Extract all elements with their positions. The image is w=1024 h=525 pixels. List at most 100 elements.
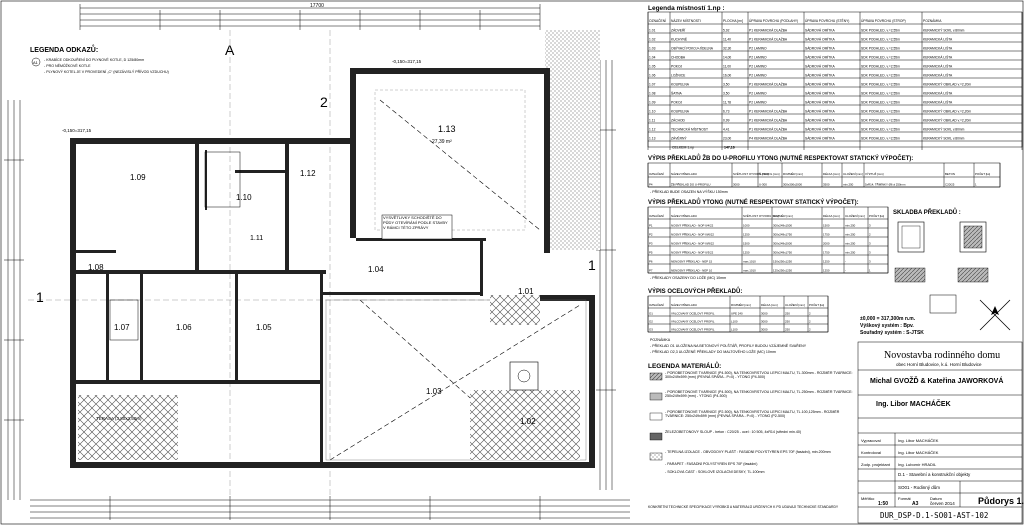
- lintel-ytong-header-2: SVĚTLOST OTVORU [mm]: [743, 213, 779, 218]
- rooms-legend-cell-3-4: SÁDROVÁ OMÍTKA: [805, 56, 835, 60]
- lintel-steel-cell-0-5: 2: [809, 312, 811, 316]
- lintel-ytong-header-5: ULOŽENÍ [mm]: [845, 213, 865, 218]
- project-location: obec Horní Bludovice, k.ú. Horní Bludovi…: [896, 362, 982, 367]
- lintel-ytong-title: VÝPIS PŘEKLADŮ YTONG (NUTNÉ RESPEKTOVAT …: [648, 198, 859, 206]
- rooms-legend-cell-11-0: 1.12: [649, 128, 656, 132]
- rooms-legend-cell-9-4: SÁDROVÁ OMÍTKA: [805, 110, 835, 114]
- lintel-u-header-1: NÁZEV PŘEKLADU: [671, 171, 697, 176]
- material-swatch-1: [649, 372, 663, 381]
- rooms-legend-cell-3-1: CHODBA: [671, 56, 686, 60]
- lintel-sketch-title: SKLADBA PŘEKLADŮ :: [893, 208, 961, 216]
- lintel-ytong-cell-4-4: 1250: [823, 260, 830, 264]
- tb-part: D.1 - Stavební a konstrukční objekty: [898, 472, 971, 477]
- rooms-legend-cell-3-6: KERAMICKÁ LIŠTA: [923, 55, 953, 60]
- rooms-legend-cell-4-5: SDK PODHLED, v.=2,55m: [861, 65, 900, 69]
- lintel-steel-cell-1-4: 250: [785, 320, 790, 324]
- rooms-legend-cell-5-4: SÁDROVÁ OMÍTKA: [805, 74, 835, 78]
- rooms-legend-cell-1-6: KERAMICKÁ LIŠTA: [923, 37, 953, 42]
- lintel-ytong-cell-0-0: P1: [649, 224, 653, 228]
- lintel-steel-cell-2-1: VÁLCOVANÝ OCELOVÝ PROFIL: [671, 328, 715, 332]
- lintel-sketch: SKLADBA PŘEKLADŮ :: [893, 208, 989, 314]
- section-marker-2: 2: [320, 94, 328, 110]
- designer-name: Ing. Libor MACHÁČEK: [876, 399, 951, 408]
- rooms-legend-cell-8-2: 11,78: [723, 101, 731, 105]
- rooms-legend-cell-12-4: SÁDROVÁ OMÍTKA: [805, 137, 835, 141]
- lintel-ytong-header-0: OZNAČENÍ: [649, 213, 664, 218]
- rooms-legend-cell-11-4: SÁDROVÁ OMÍTKA: [805, 128, 835, 132]
- rooms-legend-cell-7-4: SÁDROVÁ OMÍTKA: [805, 92, 835, 96]
- tb-row-label-1: Kontroloval: [861, 450, 881, 455]
- rooms-legend-cell-8-3: P2 LAMINO: [749, 101, 767, 105]
- lintel-ytong-cell-2-0: P3: [649, 242, 653, 246]
- lintel-ytong-cell-3-5: min.250: [845, 251, 856, 255]
- lintel-u-table: VÝPIS PŘEKLADŮ ŽB DO U-PROFILU YTONG (NU…: [647, 154, 1001, 194]
- rooms-legend-cell-12-5: SDK PODHLED, v.=2,55m: [861, 137, 900, 141]
- lintel-ytong-cell-4-2: max.1010: [743, 260, 756, 264]
- rooms-legend-cell-7-0: 1.08: [649, 92, 656, 96]
- lintel-u-cell-0-7: 5xR14, TŘMÍNKY Ø6 á 250mm: [865, 182, 906, 187]
- sink-icon: [517, 369, 531, 383]
- section-marker-left: 1: [36, 289, 44, 305]
- rooms-legend-cell-5-5: SDK PODHLED, v.=2,55m: [861, 74, 900, 78]
- height-system-info: ±0,000 = 317,300m n.m. Výškový systém : …: [860, 316, 924, 336]
- kitchen-floor: [470, 390, 580, 460]
- lintel-ytong-cell-1-5: min.250: [845, 233, 856, 237]
- rooms-legend-header-2: PLOCHA [m²]: [723, 19, 743, 23]
- rooms-legend-cell-5-2: 16,00: [723, 74, 731, 78]
- rooms-legend-header-4: ÚPRAVA POVRCHU (STĚNY): [805, 18, 849, 23]
- rooms-legend-cell-5-1: LOŽNICE: [671, 73, 686, 78]
- garage-parking-outline: [374, 89, 526, 231]
- rooms-legend-cell-11-2: 4,41: [723, 128, 730, 132]
- rooms-legend-cell-9-0: 1.10: [649, 110, 656, 114]
- material-swatch-4: [649, 432, 663, 441]
- lintel-ytong-header-6: POČET [ks]: [869, 213, 884, 218]
- lintel-steel-header-5: POČET [ks]: [809, 302, 824, 307]
- material-swatch-3: [649, 412, 663, 421]
- material-swatch-5: [649, 452, 663, 461]
- rooms-legend-cell-2-2: 32,30: [723, 47, 731, 51]
- rooms-legend-cell-10-2: 0,99: [723, 119, 730, 123]
- tb-scale-label: Měřítko: [861, 496, 875, 501]
- tb-format: A3: [912, 501, 919, 507]
- materials-title: LEGENDA MATERIÁLŮ:: [648, 360, 721, 370]
- legend-line-1: - KRABÍCE ODKOUŘENÍ DO PLYNOVÉ KOTLE, D …: [44, 57, 144, 62]
- room-label-1-12: 1.12: [300, 169, 316, 178]
- lintel-ytong-cell-2-2: 1500: [743, 242, 750, 246]
- room-label-1-11: 1.11: [250, 235, 263, 242]
- lintel-ytong-cell-3-2: 1250: [743, 251, 750, 255]
- rooms-legend-cell-2-3: P2 LAMINO: [749, 47, 767, 51]
- tb-drawing: SO01 - Rodinný dům: [898, 484, 940, 490]
- lintel-u-title: VÝPIS PŘEKLADŮ ŽB DO U-PROFILU YTONG (NU…: [648, 154, 913, 162]
- interior-walls: [76, 144, 486, 462]
- rooms-legend-cell-3-0: 1.04: [649, 56, 656, 60]
- dimension-chains-bottom: [30, 496, 630, 520]
- rooms-legend-cell-6-1: KOUPELNA: [671, 83, 690, 87]
- rooms-legend-cell-11-1: TECHNICKÁ MÍSTNOST: [671, 128, 708, 132]
- rooms-legend-cell-6-6: KERAMICKÝ OBKLAD v.=2,20m: [923, 83, 971, 87]
- rooms-legend-cell-1-3: P1 KERAMICKÁ DLAŽBA: [749, 37, 788, 42]
- rooms-legend-cell-9-2: 6,73: [723, 110, 730, 114]
- rooms-legend-cell-12-2: 23,00: [723, 137, 731, 141]
- bathroom-fixtures: [204, 151, 241, 208]
- lintel-ytong-cell-3-0: P5: [649, 251, 653, 255]
- rooms-legend-cell-0-4: SÁDROVÁ OMÍTKA: [805, 29, 835, 33]
- lintel-u-cell-0-2: 3000: [733, 183, 740, 187]
- note-box-text-wrap: VYSVĚTLIVKY SCHODIŠTĚ DO PŮDY OTEVÍRÁNÍ …: [383, 215, 448, 230]
- height-info-line-3: Souřadný systém : S-JTSK: [860, 330, 924, 336]
- lintel-u-cell-0-4: 300x300x2000: [783, 183, 802, 187]
- terrace-area-right: [545, 30, 600, 250]
- lintel-ytong-cell-5-6: 1: [869, 269, 871, 273]
- rooms-legend-cell-4-6: KERAMICKÁ LIŠTA: [923, 64, 953, 69]
- lintel-ytong-cell-5-0: P7: [649, 269, 653, 273]
- rooms-legend-cell-1-4: SÁDROVÁ OMÍTKA: [805, 38, 835, 42]
- rooms-legend-cell-6-4: SÁDROVÁ OMÍTKA: [805, 83, 835, 87]
- rooms-legend-cell-12-1: ZÁVĚRNÝ: [671, 136, 687, 141]
- lintel-u-cell-0-1: ŽB PŘEKLAD DO U-PROFILU: [671, 182, 711, 187]
- rooms-legend-cell-8-4: SÁDROVÁ OMÍTKA: [805, 101, 835, 105]
- terasa-label: TERASA (3,80x3,50m): [96, 416, 142, 421]
- rooms-legend-cell-3-3: P2 LAMINO: [749, 56, 767, 60]
- lintel-ytong-cell-0-3: 300x249x1500: [773, 224, 792, 228]
- lintel-steel-note-0: POZNÁMKA: [650, 338, 671, 342]
- room-label-1-05: 1.05: [256, 323, 272, 332]
